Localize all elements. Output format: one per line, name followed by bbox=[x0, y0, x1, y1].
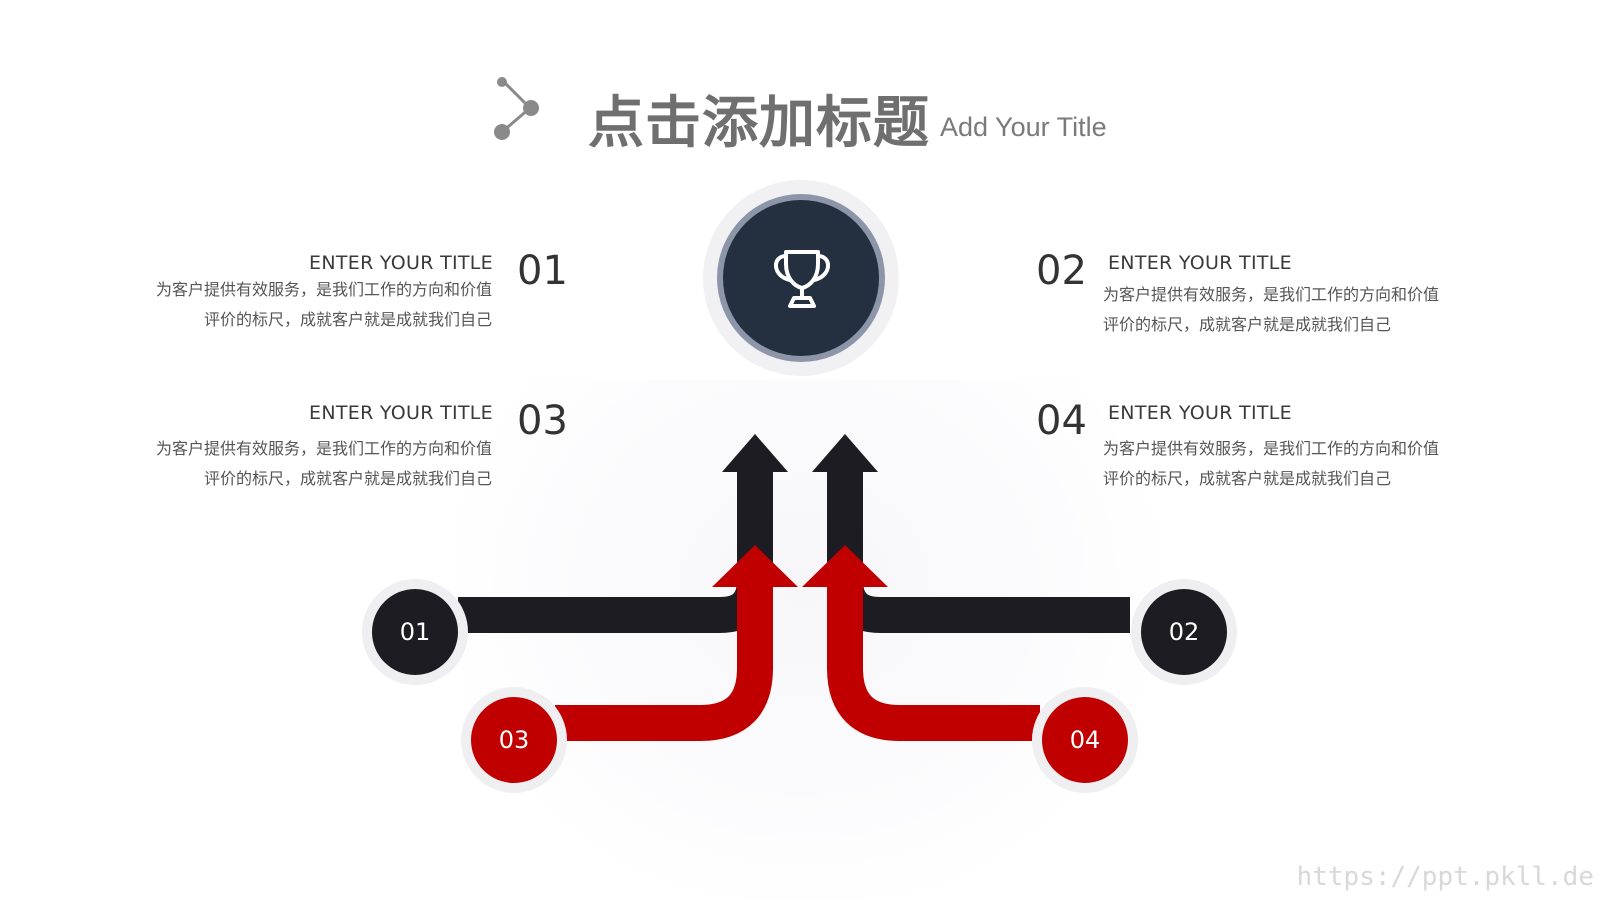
red-arrowhead-right bbox=[802, 545, 888, 587]
node-02 bbox=[1131, 579, 1237, 685]
item-02-desc: 为客户提供有效服务，是我们工作的方向和价值 评价的标尺，成就客户就是成就我们自己 bbox=[1103, 280, 1463, 340]
item-04-title: ENTER YOUR TITLE bbox=[1108, 402, 1292, 424]
red-arrowhead-left bbox=[712, 545, 798, 587]
red-arrow-right bbox=[827, 585, 1040, 741]
dark-arrowhead-right bbox=[812, 434, 878, 472]
page-title: 点击添加标题 bbox=[588, 91, 930, 156]
item-01-number: 01 bbox=[517, 248, 568, 294]
node-04 bbox=[1032, 687, 1138, 793]
item-03-number: 03 bbox=[517, 398, 568, 444]
node-03 bbox=[461, 687, 567, 793]
trophy-icon bbox=[774, 250, 830, 308]
node-02-label: 02 bbox=[1168, 618, 1200, 646]
item-04-desc-line1: 为客户提供有效服务，是我们工作的方向和价值 bbox=[1103, 439, 1440, 458]
item-02-number: 02 bbox=[1036, 248, 1087, 294]
dark-arrow-right bbox=[827, 470, 1130, 633]
item-02-title: ENTER YOUR TITLE bbox=[1108, 252, 1292, 274]
item-01-desc: 为客户提供有效服务，是我们工作的方向和价值 评价的标尺，成就客户就是成就我们自己 bbox=[132, 275, 492, 335]
item-02-desc-line2: 评价的标尺，成就客户就是成就我们自己 bbox=[1103, 315, 1392, 334]
item-04-desc: 为客户提供有效服务，是我们工作的方向和价值 评价的标尺，成就客户就是成就我们自己 bbox=[1103, 434, 1463, 494]
center-badge bbox=[703, 180, 899, 376]
background-glow bbox=[455, 380, 1155, 900]
page-subtitle: Add Your Title bbox=[940, 112, 1107, 142]
red-arrow-left bbox=[555, 585, 773, 741]
item-03-desc: 为客户提供有效服务，是我们工作的方向和价值 评价的标尺，成就客户就是成就我们自己 bbox=[132, 434, 492, 494]
share-node-icon bbox=[494, 77, 539, 140]
item-04-desc-line2: 评价的标尺，成就客户就是成就我们自己 bbox=[1103, 469, 1392, 488]
node-03-label: 03 bbox=[498, 726, 530, 754]
node-04-label: 04 bbox=[1069, 726, 1101, 754]
item-04-number: 04 bbox=[1036, 398, 1087, 444]
watermark: https://ppt.pkll.de bbox=[1296, 862, 1594, 892]
dark-arrow-left bbox=[458, 470, 773, 633]
item-03-title: ENTER YOUR TITLE bbox=[309, 402, 493, 424]
item-03-desc-line2: 评价的标尺，成就客户就是成就我们自己 bbox=[203, 469, 492, 488]
node-01 bbox=[362, 579, 468, 685]
item-01-desc-line2: 评价的标尺，成就客户就是成就我们自己 bbox=[203, 310, 492, 329]
node-01-label: 01 bbox=[399, 618, 431, 646]
dark-arrowhead-left bbox=[722, 434, 788, 472]
item-03-desc-line1: 为客户提供有效服务，是我们工作的方向和价值 bbox=[155, 439, 492, 458]
item-01-title: ENTER YOUR TITLE bbox=[309, 252, 493, 274]
item-01-desc-line1: 为客户提供有效服务，是我们工作的方向和价值 bbox=[155, 280, 492, 299]
item-02-desc-line1: 为客户提供有效服务，是我们工作的方向和价值 bbox=[1103, 285, 1440, 304]
